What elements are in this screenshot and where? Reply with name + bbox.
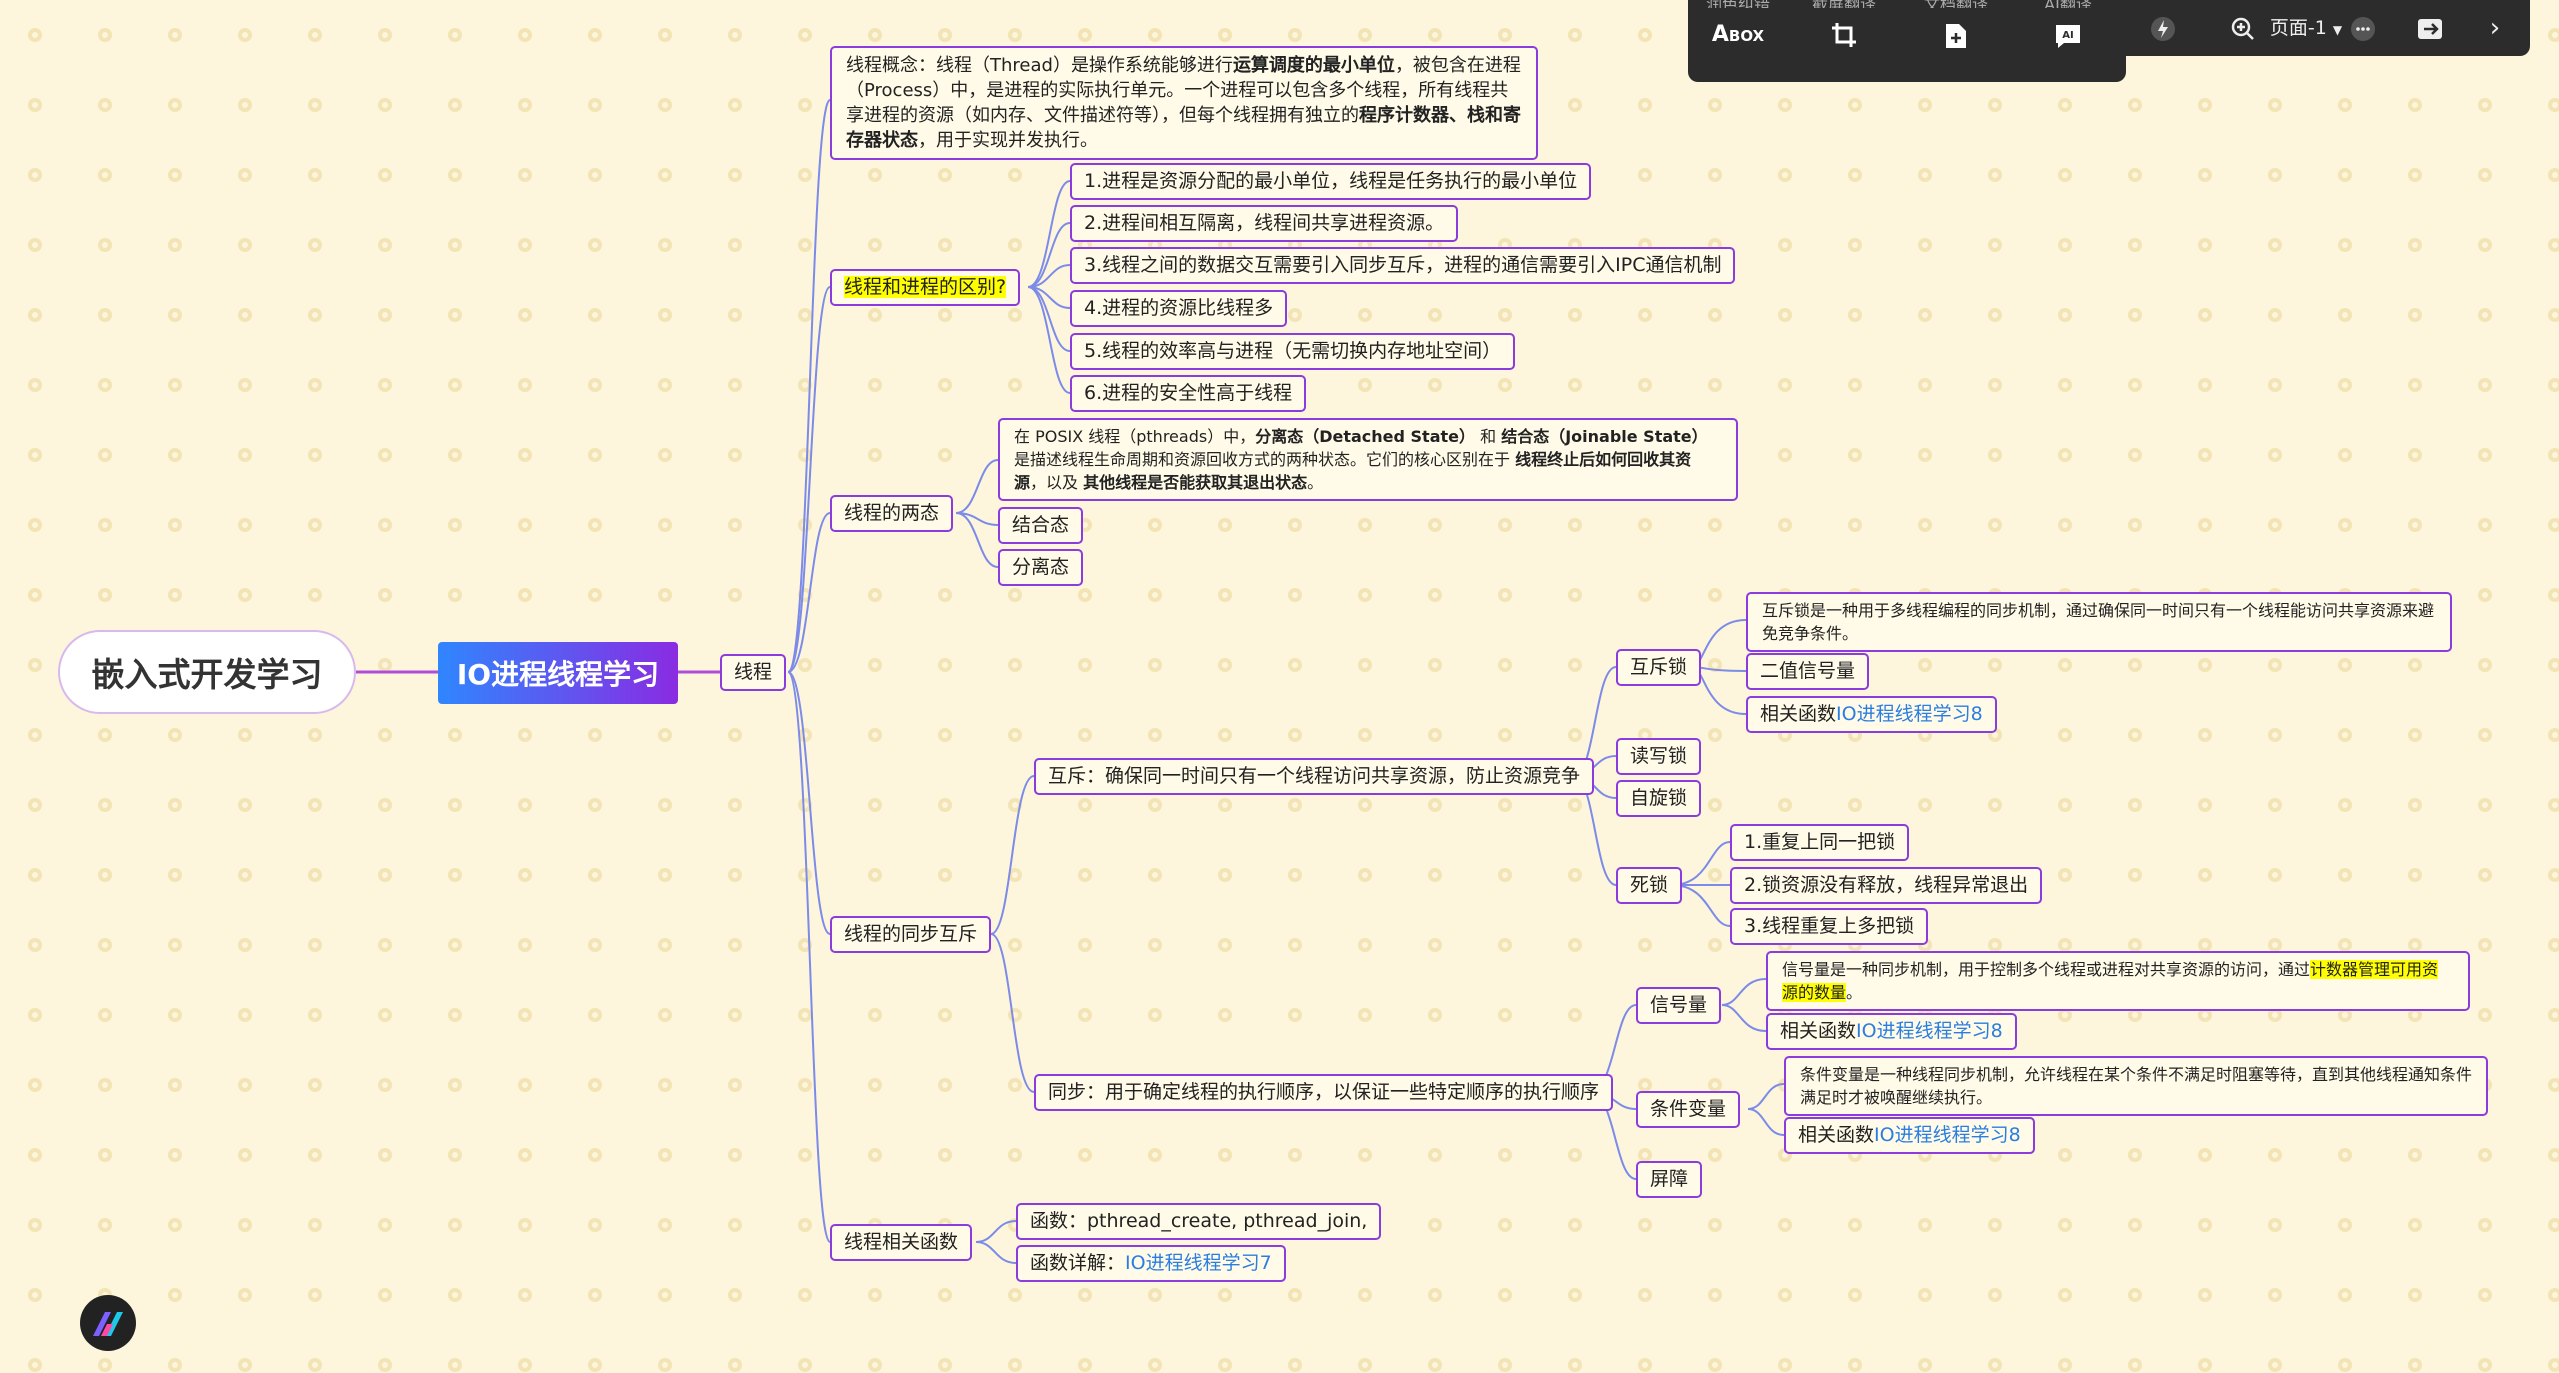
states-desc-text: ，以及 [1030, 473, 1084, 492]
chevron-right-icon[interactable]: › [2489, 13, 2501, 43]
screenshot-translate-button[interactable]: 截屏翻译 [1794, 0, 1894, 82]
thread-concept-node[interactable]: 线程概念：线程（Thread）是操作系统能够进行运算调度的最小单位，被包含在进程… [830, 46, 1538, 160]
spinlock-node[interactable]: 自旋锁 [1616, 780, 1702, 817]
ai-translate-button[interactable]: AI翻译 AI [2018, 0, 2118, 82]
semaphore-desc-text: 信号量是一种同步机制，用于控制多个线程或进程对共享资源的访问，通过 [1782, 960, 2311, 979]
polish-label: 润色纠错 [1688, 0, 1788, 8]
mutex-lock-node[interactable]: 互斥锁 [1616, 649, 1702, 686]
mutex-desc-node[interactable]: 互斥锁是一种用于多线程编程的同步机制，通过确保同一时间只有一个线程能访问共享资源… [1746, 592, 2452, 652]
states-desc-text: 在 POSIX 线程（pthreads）中， [1014, 427, 1256, 446]
main-topic-node[interactable]: IO进程线程学习 [438, 642, 678, 704]
states-node[interactable]: 线程的两态 [830, 495, 954, 532]
document-add-icon [1906, 22, 2006, 56]
mutex-related-node[interactable]: 相关函数IO进程线程学习8 [1746, 696, 1997, 733]
condvar-desc-node[interactable]: 条件变量是一种线程同步机制，允许线程在某个条件不满足时阻塞等待，直到其他线程通知… [1784, 1056, 2488, 1116]
condvar-related-node[interactable]: 相关函数IO进程线程学习8 [1784, 1117, 2035, 1154]
states-desc-text: 和 [1475, 427, 1502, 446]
semaphore-related-node[interactable]: 相关函数IO进程线程学习8 [1766, 1013, 2017, 1050]
diff-item[interactable]: 2.进程间相互隔离，线程间共享进程资源。 [1070, 205, 1459, 242]
states-desc-bold: 分离态（Detached State） [1255, 427, 1476, 446]
semaphore-node[interactable]: 信号量 [1636, 987, 1722, 1024]
deadlock-item[interactable]: 3.线程重复上多把锁 [1730, 908, 1929, 945]
translate-toolbar: 润色纠错 ABOX 截屏翻译 文档翻译 AI翻译 AI [1688, 0, 2126, 82]
concept-bold-2: 程序计数器、栈和寄存器状态 [846, 105, 1521, 151]
svg-text:AI: AI [2062, 30, 2073, 41]
abox-icon: ABOX [1711, 22, 1765, 47]
related-prefix: 相关函数 [1760, 703, 1837, 725]
ai-chat-icon: AI [2018, 22, 2118, 56]
barrier-node[interactable]: 屏障 [1636, 1161, 1703, 1198]
zoom-in-icon[interactable] [2228, 8, 2258, 48]
funcs-detail-node[interactable]: 函数详解：IO进程线程学习7 [1016, 1245, 1286, 1282]
detached-node[interactable]: 分离态 [998, 549, 1084, 586]
binary-semaphore-node[interactable]: 二值信号量 [1746, 653, 1870, 690]
states-desc-text: 。 [1307, 473, 1324, 492]
ai-translate-label: AI翻译 [2018, 0, 2118, 8]
document-translate-button[interactable]: 文档翻译 [1906, 0, 2006, 82]
diff-item[interactable]: 1.进程是资源分配的最小单位，线程是任务执行的最小单位 [1070, 163, 1592, 200]
joinable-node[interactable]: 结合态 [998, 507, 1084, 544]
view-toolbar: 页面-1 ▼ › [2126, 0, 2530, 56]
diff-item[interactable]: 6.进程的安全性高于线程 [1070, 375, 1307, 412]
deadlock-node[interactable]: 死锁 [1616, 867, 1683, 904]
related-prefix: 相关函数 [1798, 1124, 1875, 1146]
related-link[interactable]: IO进程线程学习8 [1836, 703, 1983, 725]
deadlock-item[interactable]: 1.重复上同一把锁 [1730, 824, 1910, 861]
diff-item[interactable]: 5.线程的效率高与进程（无需切换内存地址空间） [1070, 333, 1516, 370]
related-prefix: 相关函数 [1780, 1020, 1857, 1042]
crop-icon [1794, 22, 1894, 54]
diff-item[interactable]: 4.进程的资源比线程多 [1070, 290, 1288, 327]
states-desc-bold: 其他线程是否能获取其退出状态 [1083, 473, 1308, 492]
document-translate-label: 文档翻译 [1906, 0, 2006, 8]
concept-text-3: ，用于实现并发执行。 [918, 130, 1098, 151]
diff-label: 线程和进程的区别? [844, 276, 1007, 298]
deadlock-item[interactable]: 2.锁资源没有释放，线程异常退出 [1730, 867, 2043, 904]
concept-text-1: 线程概念：线程（Thread）是操作系统能够进行 [846, 55, 1233, 76]
sync-category-node[interactable]: 同步：用于确定线程的执行顺序，以保证一些特定顺序的执行顺序 [1034, 1074, 1614, 1111]
related-link[interactable]: IO进程线程学习8 [1856, 1020, 2003, 1042]
more-icon[interactable] [2348, 8, 2378, 48]
funcs-node[interactable]: 线程相关函数 [830, 1224, 973, 1261]
funcs-detail-prefix: 函数详解： [1030, 1252, 1126, 1274]
states-desc-bold: 结合态（Joinable State） [1501, 427, 1708, 446]
chevron-down-icon: ▼ [2332, 23, 2343, 37]
mutex-category-node[interactable]: 互斥：确保同一时间只有一个线程访问共享资源，防止资源竞争 [1034, 758, 1595, 795]
funcs-list-node[interactable]: 函数：pthread_create, pthread_join, [1016, 1203, 1382, 1240]
lightning-icon[interactable] [2148, 8, 2178, 48]
root-node[interactable]: 嵌入式开发学习 [58, 630, 356, 714]
diff-item[interactable]: 3.线程之间的数据交互需要引入同步互斥，进程的通信需要引入IPC通信机制 [1070, 247, 1736, 284]
concept-text-2: ，被包含在进程（Process）中，是进程的实际执行单元。一个进程可以包含多个线… [846, 55, 1521, 126]
states-desc-node[interactable]: 在 POSIX 线程（pthreads）中，分离态（Detached State… [998, 418, 1738, 501]
concept-bold-1: 运算调度的最小单位 [1232, 55, 1395, 76]
app-logo-icon[interactable] [80, 1295, 136, 1351]
funcs-detail-link[interactable]: IO进程线程学习7 [1125, 1252, 1272, 1274]
semaphore-desc-node[interactable]: 信号量是一种同步机制，用于控制多个线程或进程对共享资源的访问，通过计数器管理可用… [1766, 951, 2470, 1011]
rwlock-node[interactable]: 读写锁 [1616, 738, 1702, 775]
thread-node[interactable]: 线程 [720, 654, 787, 691]
polish-button[interactable]: 润色纠错 ABOX [1688, 0, 1788, 82]
export-icon[interactable] [2414, 8, 2448, 48]
diff-node[interactable]: 线程和进程的区别? [830, 269, 1021, 306]
screenshot-translate-label: 截屏翻译 [1794, 0, 1894, 8]
page-label: 页面-1 [2269, 17, 2327, 39]
condvar-node[interactable]: 条件变量 [1636, 1091, 1741, 1128]
related-link[interactable]: IO进程线程学习8 [1874, 1124, 2021, 1146]
page-selector[interactable]: 页面-1 ▼ [2266, 8, 2346, 48]
states-desc-bold: 线程终止后如何回收其资源 [1014, 450, 1692, 492]
sync-node[interactable]: 线程的同步互斥 [830, 916, 992, 953]
semaphore-desc-text: 。 [1846, 983, 1863, 1002]
states-desc-text: 是描述线程生命周期和资源回收方式的两种状态。它们的核心区别在于 [1014, 450, 1516, 469]
